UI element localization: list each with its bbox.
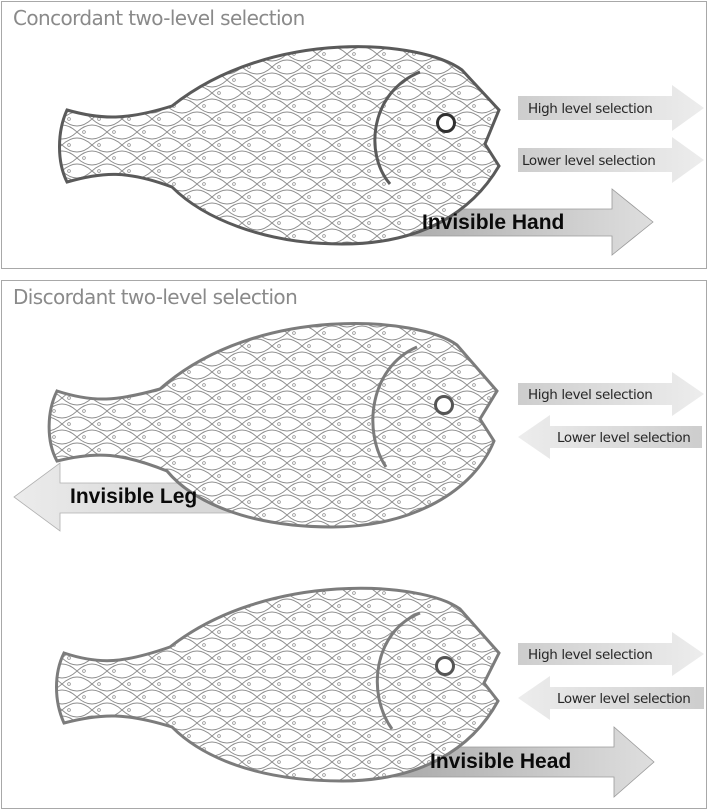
invisible-hand-label: Invisible Hand: [422, 211, 564, 234]
invisible-leg-label: Invisible Leg: [70, 485, 197, 508]
head-high-level-arrow: High level selection: [518, 632, 704, 676]
leg-lower-level-label: Lower level selection: [557, 430, 690, 446]
discordant-panel: Discordant two-level selection High leve…: [1, 280, 707, 809]
head-lower-level-label: Lower level selection: [557, 691, 690, 707]
head-high-level-label: High level selection: [528, 647, 652, 663]
leg-high-level-label: High level selection: [528, 387, 652, 403]
fish-leg-example: [47, 321, 499, 529]
lower-level-arrow: Lower level selection: [518, 137, 704, 183]
leg-lower-level-arrow: Lower level selection: [518, 415, 702, 459]
head-lower-level-arrow: Lower level selection: [518, 676, 704, 720]
leg-high-level-arrow: High level selection: [518, 372, 704, 416]
fish-body: [55, 586, 501, 783]
fish-eye: [436, 113, 456, 133]
fish-gill: [375, 611, 421, 730]
concordant-diagram: High level selection Lower level selecti…: [58, 45, 704, 256]
invisible-head-label: Invisible Head: [430, 750, 571, 773]
high-level-arrow: High level selection: [518, 85, 704, 131]
fish-gill: [373, 70, 421, 185]
discordant-title: Discordant two-level selection: [13, 285, 298, 309]
concordant-panel: Concordant two-level selection High leve…: [1, 1, 707, 269]
discordant-diagram: High level selection Lower level selecti…: [13, 321, 704, 798]
lower-level-label: Lower level selection: [522, 153, 655, 169]
fish-eye: [435, 656, 455, 676]
fish-head-example: [55, 586, 501, 783]
fish-concordant: [58, 45, 501, 246]
high-level-label: High level selection: [528, 101, 652, 117]
fish-gill: [371, 345, 418, 468]
fish-eye: [434, 395, 454, 415]
concordant-title: Concordant two-level selection: [13, 6, 305, 30]
